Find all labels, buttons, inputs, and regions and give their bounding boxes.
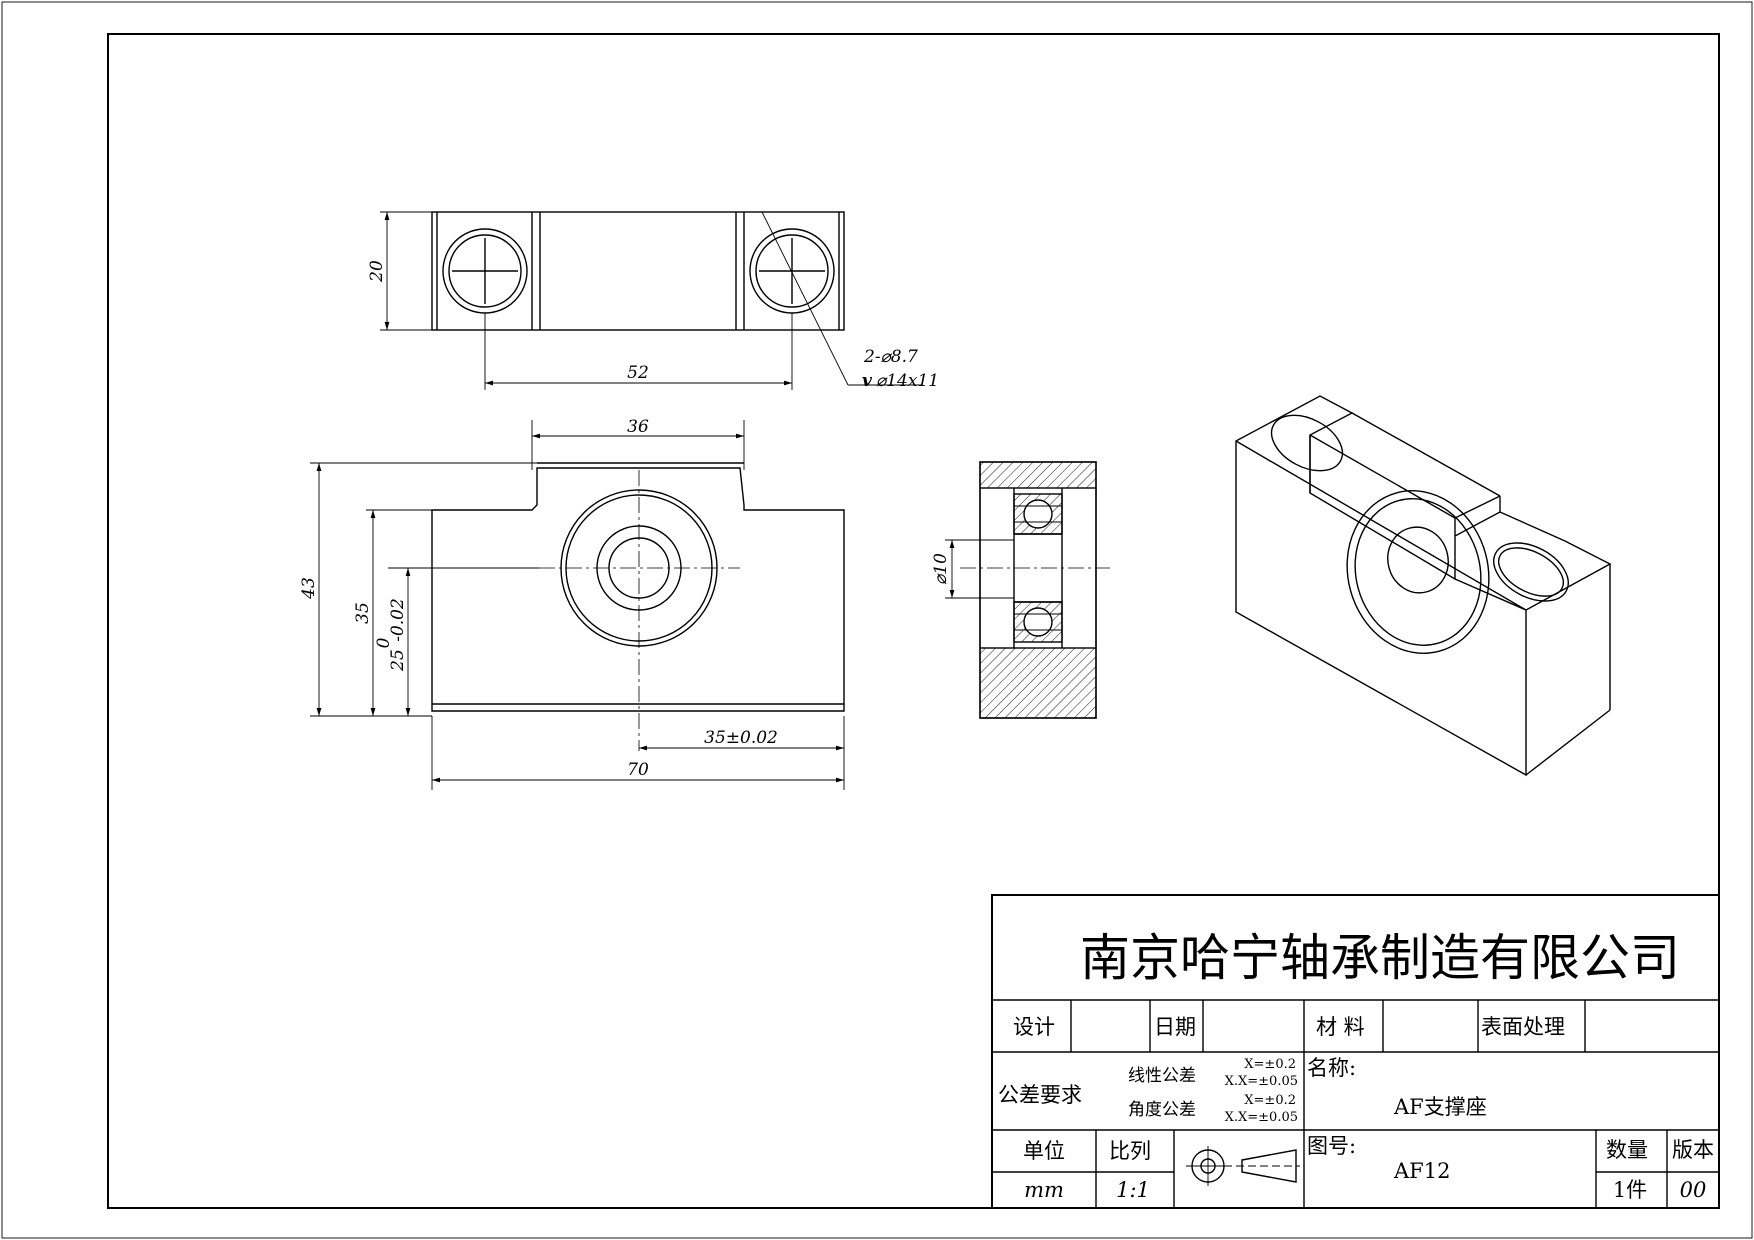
hole-callout-diameter: 2-⌀8.7 — [863, 347, 918, 367]
inner-frame — [107, 33, 1720, 1209]
scale-value: 1:1 — [1116, 1178, 1150, 1202]
dim-tol-lower: -0.02 — [388, 598, 408, 642]
drawing-no-value: AF12 — [1393, 1159, 1450, 1183]
dim-height-20: 20 — [367, 260, 387, 283]
counterbore-symbol: v — [862, 371, 873, 391]
version-value: 00 — [1680, 1178, 1707, 1202]
title-block: 南京哈宁轴承制造有限公司 设计 日期 材 料 表面处理 公差要求 线性公差 角度… — [991, 894, 1720, 1209]
surface-label: 表面处理 — [1481, 1015, 1565, 1039]
date-label: 日期 — [1154, 1015, 1196, 1039]
version-label: 版本 — [1672, 1138, 1714, 1162]
top-view: 20 52 2-⌀8.7 v ⌀14x11 — [367, 211, 939, 391]
unit-value: mm — [1024, 1178, 1064, 1202]
dim-bore-10: ⌀10 — [931, 553, 951, 585]
dim-tol-upper: 0 — [374, 637, 394, 648]
material-label: 材 料 — [1316, 1015, 1365, 1039]
linear-tol-label: 线性公差 — [1128, 1066, 1196, 1086]
company-name: 南京哈宁轴承制造有限公司 — [1080, 929, 1680, 987]
isometric-view — [1235, 395, 1612, 777]
dim-hole-spacing-52: 52 — [627, 363, 649, 383]
dim-total-width-70: 70 — [627, 760, 649, 780]
linear-tol-2: X.X=±0.05 — [1225, 1074, 1298, 1089]
projection-symbol-icon — [1186, 1146, 1300, 1186]
tolerance-label: 公差要求 — [998, 1083, 1082, 1107]
hole-callout-counterbore: ⌀14x11 — [876, 371, 939, 391]
design-label: 设计 — [1013, 1015, 1055, 1039]
drawing-no-label: 图号: — [1307, 1134, 1356, 1158]
qty-value: 1件 — [1613, 1178, 1647, 1202]
section-view: ⌀10 — [931, 461, 1110, 719]
dim-center-height-25: 25 — [388, 649, 408, 672]
dim-body-height-35: 35 — [353, 602, 373, 624]
scale-label: 比列 — [1109, 1139, 1151, 1163]
angular-tol-2: X.X=±0.05 — [1225, 1110, 1298, 1125]
unit-label: 单位 — [1023, 1139, 1065, 1163]
name-value: AF支撑座 — [1393, 1095, 1487, 1119]
angular-tol-1: X=±0.2 — [1244, 1093, 1296, 1108]
dim-center-offset: 35±0.02 — [704, 728, 778, 748]
dim-total-height-43: 43 — [299, 577, 319, 600]
dim-top-width-36: 36 — [627, 417, 649, 437]
linear-tol-1: X=±0.2 — [1244, 1057, 1296, 1072]
qty-label: 数量 — [1606, 1138, 1648, 1162]
name-label: 名称: — [1307, 1056, 1356, 1080]
angular-tol-label: 角度公差 — [1128, 1100, 1196, 1120]
front-view: 36 43 35 25 0 -0.02 35±0.02 70 — [299, 417, 845, 790]
